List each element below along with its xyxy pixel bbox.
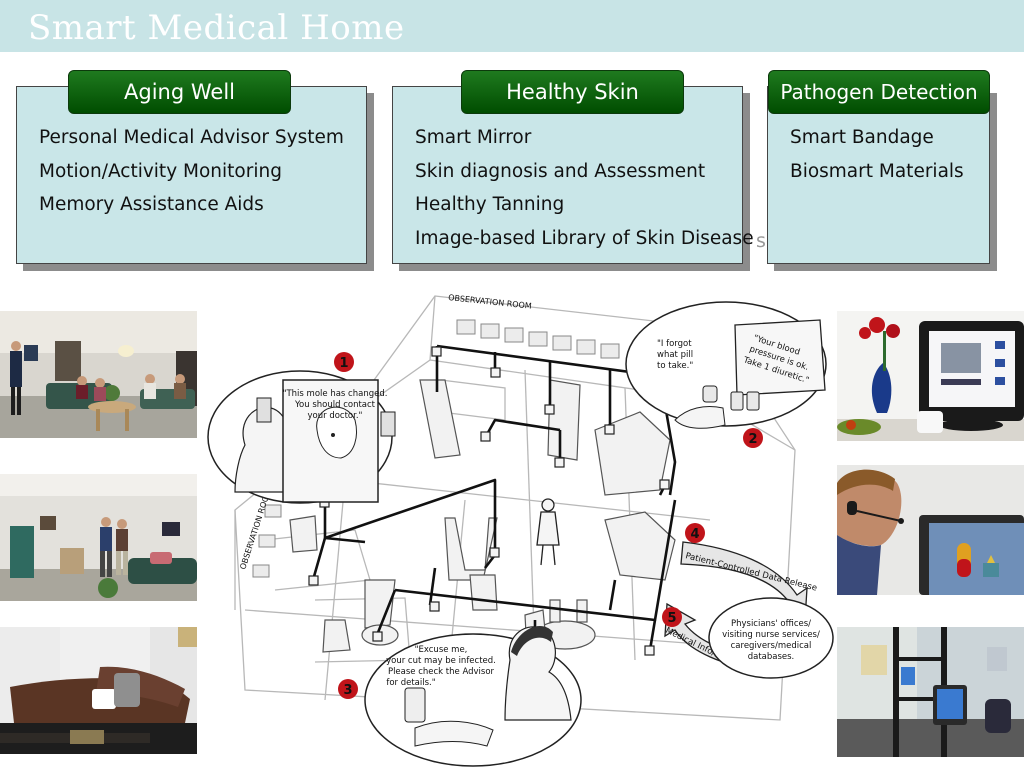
badge-1 — [334, 352, 354, 372]
person-figure — [536, 498, 560, 566]
physicians-line-2: visiting nurse services/ — [722, 630, 820, 640]
pathogen-detection-list: Smart Bandage Biosmart Materials — [790, 121, 964, 188]
callout-cut-infected: "Excuse me, your cut may be infected. Pl… — [364, 625, 582, 767]
observation-room-label-left: OBSERVATION ROOM — [238, 488, 272, 571]
badge-4-number: 4 — [690, 527, 699, 542]
list-item: Biosmart Materials — [790, 160, 964, 182]
list-item: Personal Medical Advisor System — [39, 127, 344, 148]
list-item: Skin diagnosis and Assessment — [415, 160, 706, 182]
card-heading-healthy-skin: Healthy Skin — [461, 70, 684, 114]
callout-3-line-2: your cut may be infected. — [386, 656, 496, 666]
photo-smart-bandage — [0, 627, 197, 754]
badge-3-number: 3 — [343, 683, 352, 698]
callout-1-line-1: "This mole has changed. — [283, 389, 388, 399]
physicians-line-4: databases. — [748, 652, 795, 662]
photo-lab-equipment — [837, 627, 1024, 757]
card-aging-well: Aging Well Personal Medical Advisor Syst… — [16, 70, 367, 264]
physicians-line-3: caregivers/medical — [731, 641, 812, 651]
healthy-skin-list: Smart Mirror Skin diagnosis and Assessme… — [415, 121, 754, 255]
badge-3 — [338, 679, 358, 699]
callout-3-line-3: Please check the Advisor — [388, 667, 495, 677]
callout-1-line-2: You should contact — [294, 400, 376, 410]
callout-2a-line-1: "I forgot — [657, 339, 692, 349]
card-healthy-skin: Healthy Skin Smart Mirror Skin diagnosis… — [392, 70, 754, 264]
list-item: Smart Mirror — [415, 127, 532, 148]
observation-room-label-top: OBSERVATION ROOM — [448, 293, 532, 311]
list-item: Memory Assistance Aids — [39, 194, 264, 215]
aging-well-list: Personal Medical Advisor System Motion/A… — [39, 121, 344, 222]
badge-5-number: 5 — [667, 611, 676, 626]
callout-pill-reminder: "I forgot what pill to take." "Your bloo… — [625, 301, 827, 429]
card-pathogen-detection: Pathogen Detection Smart Bandage Biosmar… — [767, 70, 990, 264]
list-item: Smart Bandage — [790, 127, 934, 148]
photo-smart-mirror-monitor — [837, 311, 1024, 441]
card-heading-aging-well: Aging Well — [68, 70, 291, 114]
physicians-node: Physicians' offices/ visiting nurse serv… — [708, 597, 834, 679]
callout-1-line-3: your doctor." — [308, 411, 363, 421]
list-item: Image-based Library of Skin Disease — [415, 227, 754, 249]
card-heading-pathogen-detection: Pathogen Detection — [768, 70, 990, 114]
callout-mole-mirror: "This mole has changed. You should conta… — [207, 370, 396, 504]
title-bar: Smart Medical Home — [0, 0, 1024, 52]
list-item: Motion/Activity Monitoring — [39, 160, 282, 182]
callout-2a-line-3: to take." — [657, 361, 693, 371]
photo-room-people-walking — [0, 474, 197, 601]
observation-windows — [252, 319, 620, 578]
badge-1-number: 1 — [339, 356, 348, 371]
callout-3-line-1: "Excuse me, — [415, 645, 468, 655]
badge-5 — [662, 607, 682, 627]
furniture — [289, 379, 676, 653]
callout-3-line-4: for details." — [386, 678, 435, 688]
arrow-4-label: Patient-Controlled Data Release — [684, 551, 818, 593]
list-item: Healthy Tanning — [415, 194, 565, 215]
sensor-boxes — [308, 346, 670, 668]
photo-man-headset — [837, 465, 1024, 595]
badge-2-number: 2 — [748, 432, 757, 447]
physicians-line-1: Physicians' offices/ — [731, 619, 811, 629]
page-title: Smart Medical Home — [28, 8, 405, 48]
badge-2 — [743, 428, 763, 448]
callout-2a-line-2: what pill — [657, 350, 693, 360]
smart-home-diagram: OBSERVATION ROOM OBSERVATION ROOM "This … — [207, 293, 834, 767]
photo-living-room — [0, 311, 197, 438]
badge-4 — [685, 523, 705, 543]
